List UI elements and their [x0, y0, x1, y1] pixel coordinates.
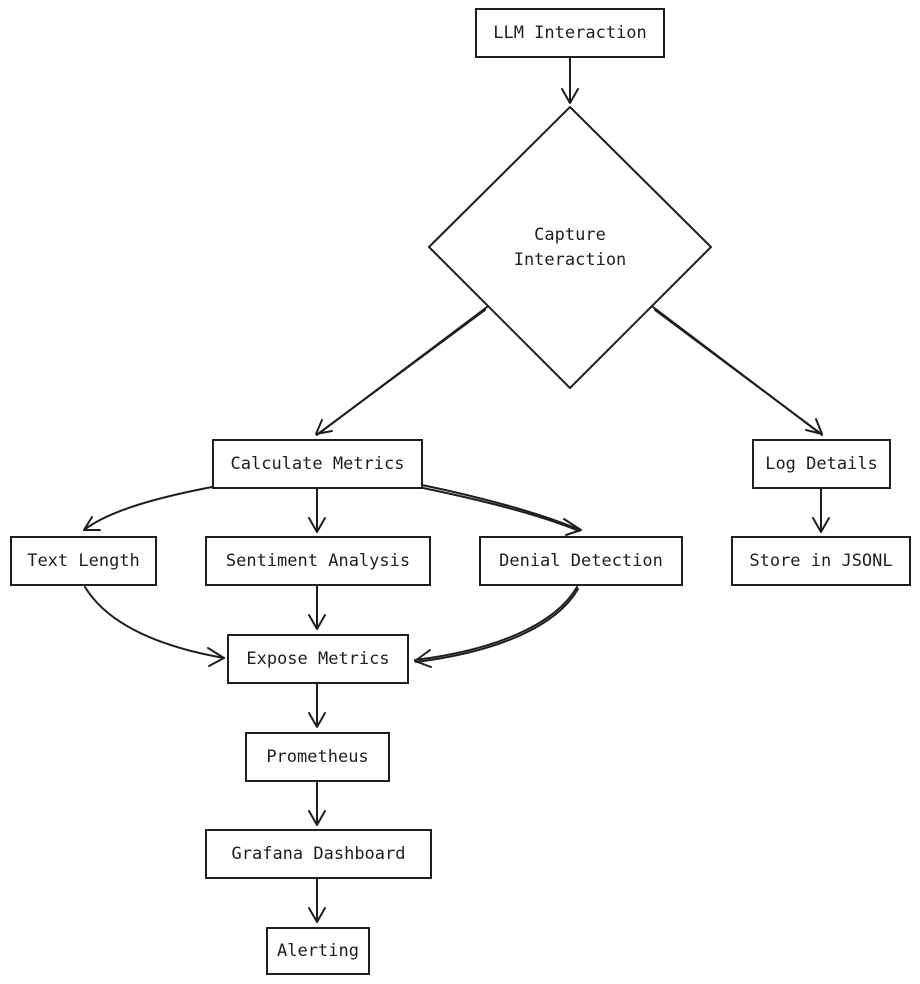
edge-calculate-to-textlength: [83, 486, 213, 531]
edge-prometheus-to-grafana: [308, 781, 326, 826]
node-label-line-1: Capture: [534, 225, 606, 245]
edge-calculate-to-denial: [421, 484, 582, 536]
node-prometheus: Prometheus: [245, 732, 390, 782]
node-sentiment-analysis: Sentiment Analysis: [205, 536, 431, 586]
node-store-in-jsonl: Store in JSONL: [731, 536, 911, 586]
edge-grafana-to-alerting: [308, 878, 326, 923]
node-label: Denial Detection: [499, 551, 663, 571]
node-label-line-2: Interaction: [513, 250, 627, 270]
node-label: Text Length: [27, 551, 140, 571]
node-expose-metrics: Expose Metrics: [227, 634, 409, 684]
edge-log-to-store: [812, 488, 830, 533]
capture-interaction-diamond: [428, 106, 712, 389]
edge-denial-to-expose: [414, 586, 579, 668]
node-text-length: Text Length: [10, 536, 157, 586]
node-capture-interaction: Capture Interaction: [490, 223, 650, 273]
edge-calculate-to-sentiment: [308, 488, 326, 533]
node-label: Grafana Dashboard: [231, 844, 406, 864]
node-label: Expose Metrics: [246, 649, 390, 669]
node-label: Log Details: [765, 454, 878, 474]
node-label: Calculate Metrics: [230, 454, 405, 474]
node-llm-interaction: LLM Interaction: [475, 8, 665, 58]
node-label: LLM Interaction: [493, 23, 647, 43]
edge-sentiment-to-expose: [308, 585, 326, 630]
node-denial-detection: Denial Detection: [479, 536, 683, 586]
edge-expose-to-prometheus: [308, 683, 326, 728]
node-log-details: Log Details: [752, 439, 891, 489]
node-label: Sentiment Analysis: [225, 551, 411, 571]
node-label: Store in JSONL: [749, 551, 893, 571]
node-calculate-metrics: Calculate Metrics: [212, 439, 423, 489]
edge-capture-to-log: [652, 306, 823, 436]
node-grafana-dashboard: Grafana Dashboard: [205, 829, 432, 879]
edge-textlength-to-expose: [84, 586, 225, 667]
edge-llm-to-capture: [561, 57, 579, 104]
node-label: Alerting: [277, 941, 359, 961]
edge-capture-to-calculate: [315, 306, 488, 436]
node-label: Prometheus: [266, 747, 369, 767]
node-alerting: Alerting: [266, 927, 370, 975]
